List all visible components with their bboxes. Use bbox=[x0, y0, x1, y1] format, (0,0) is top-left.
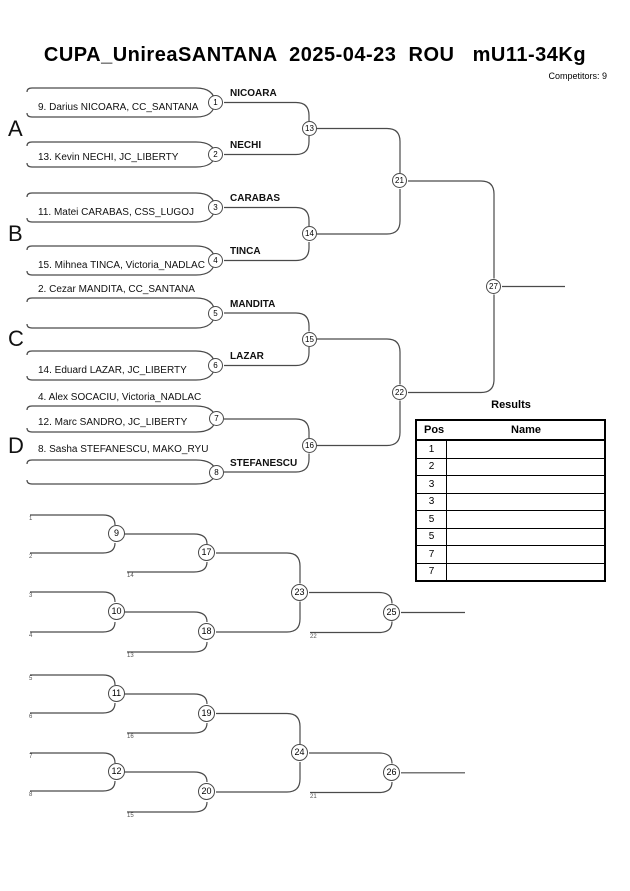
feeder-label-6: 6 bbox=[29, 714, 33, 720]
feeder-label-16: 16 bbox=[127, 734, 134, 740]
match-circle-8: 8 bbox=[209, 465, 224, 480]
match-circle-18: 18 bbox=[198, 623, 215, 640]
match-circle-20: 20 bbox=[198, 783, 215, 800]
result-name bbox=[447, 459, 604, 476]
player-entry: 13. Kevin NECHI, JC_LIBERTY bbox=[38, 152, 179, 163]
match-circle-15: 15 bbox=[302, 332, 317, 347]
result-name bbox=[447, 564, 604, 581]
page-title: CUPA_UnireaSANTANA 2025-04-23 ROU mU11-3… bbox=[43, 44, 587, 66]
feeder-label-7: 7 bbox=[29, 754, 33, 760]
match-circle-3: 3 bbox=[208, 200, 223, 215]
results-col-pos: Pos bbox=[424, 424, 445, 436]
match-circle-27: 27 bbox=[486, 279, 501, 294]
feeder-label-22: 22 bbox=[310, 634, 317, 640]
feeder-label-5: 5 bbox=[29, 676, 33, 682]
match-circle-13: 13 bbox=[302, 121, 317, 136]
match-circle-25: 25 bbox=[383, 604, 400, 621]
match-circle-7: 7 bbox=[209, 411, 224, 426]
group-label-d: D bbox=[8, 433, 24, 458]
results-row: 5 bbox=[417, 510, 604, 528]
player-entry: 2. Cezar MANDITA, CC_SANTANA bbox=[38, 284, 195, 295]
advancer-label: STEFANESCU bbox=[230, 458, 298, 469]
repechage-lower-lines bbox=[30, 674, 465, 813]
player-entry: 4. Alex SOCACIU, Victoria_NADLAC bbox=[38, 392, 202, 403]
match-circle-17: 17 bbox=[198, 544, 215, 561]
result-pos: 3 bbox=[417, 476, 447, 493]
player-entry: 15. Mihnea TINCA, Victoria_NADLAC bbox=[38, 260, 205, 271]
results-heading: Results bbox=[491, 399, 531, 411]
result-pos: 7 bbox=[417, 546, 447, 563]
match-circle-11: 11 bbox=[108, 685, 125, 702]
group-label-b: B bbox=[8, 221, 23, 246]
results-row: 3 bbox=[417, 475, 604, 493]
advancer-label: LAZAR bbox=[230, 351, 264, 362]
result-pos: 5 bbox=[417, 511, 447, 528]
result-pos: 7 bbox=[417, 563, 447, 580]
player-entry: 12. Marc SANDRO, JC_LIBERTY bbox=[38, 417, 188, 428]
main-bracket-connectors bbox=[224, 101, 565, 473]
advancer-label: MANDITA bbox=[230, 299, 276, 310]
advancer-label: CARABAS bbox=[230, 193, 280, 204]
player-entry: 9. Darius NICOARA, CC_SANTANA bbox=[38, 102, 199, 113]
advancer-label: TINCA bbox=[230, 246, 261, 257]
result-name bbox=[447, 546, 604, 563]
group-label-c: C bbox=[8, 326, 24, 351]
feeder-label-4: 4 bbox=[29, 633, 33, 639]
results-row: 7 bbox=[417, 545, 604, 563]
advancer-label: NECHI bbox=[230, 140, 262, 151]
player-entry: 11. Matei CARABAS, CSS_LUGOJ bbox=[38, 207, 194, 218]
results-row: 1 bbox=[417, 441, 604, 458]
match-circle-21: 21 bbox=[392, 173, 407, 188]
player-entry: 8. Sasha STEFANESCU, MAKO_RYU bbox=[38, 444, 209, 455]
match-circle-4: 4 bbox=[208, 253, 223, 268]
match-circle-5: 5 bbox=[208, 306, 223, 321]
result-pos: 3 bbox=[417, 493, 447, 510]
feeder-label-21: 21 bbox=[310, 794, 317, 800]
results-row: 5 bbox=[417, 527, 604, 546]
match-circle-1: 1 bbox=[208, 95, 223, 110]
match-circle-23: 23 bbox=[291, 584, 308, 601]
feeder-label-13: 13 bbox=[127, 653, 134, 659]
player-entry: 14. Eduard LAZAR, JC_LIBERTY bbox=[38, 365, 187, 376]
match-circle-19: 19 bbox=[198, 705, 215, 722]
match-circle-22: 22 bbox=[392, 385, 407, 400]
match-circle-6: 6 bbox=[208, 358, 223, 373]
result-pos: 1 bbox=[417, 441, 447, 458]
feeder-label-15: 15 bbox=[127, 813, 134, 819]
match-circle-26: 26 bbox=[383, 764, 400, 781]
match-circle-12: 12 bbox=[108, 763, 125, 780]
main-bracket-slot-lines bbox=[26, 87, 217, 485]
match-circle-9: 9 bbox=[108, 525, 125, 542]
match-circle-24: 24 bbox=[291, 744, 308, 761]
feeder-label-8: 8 bbox=[29, 792, 33, 798]
results-col-name: Name bbox=[511, 424, 541, 436]
result-pos: 5 bbox=[417, 528, 447, 545]
match-circle-10: 10 bbox=[108, 603, 125, 620]
feeder-label-14: 14 bbox=[127, 573, 134, 579]
feeder-label-1: 1 bbox=[29, 516, 33, 522]
result-pos: 2 bbox=[417, 458, 447, 475]
results-table-header: Pos Name bbox=[417, 421, 604, 441]
results-table: Pos Name 1 2 3 3 5 bbox=[415, 419, 606, 582]
advancer-label: NICOARA bbox=[230, 88, 277, 99]
feeder-label-3: 3 bbox=[29, 593, 33, 599]
result-name bbox=[447, 476, 604, 493]
result-name bbox=[447, 511, 604, 528]
results-row: 7 bbox=[417, 562, 604, 581]
match-circle-2: 2 bbox=[208, 147, 223, 162]
result-name bbox=[447, 441, 604, 458]
match-circle-14: 14 bbox=[302, 226, 317, 241]
feeder-label-2: 2 bbox=[29, 554, 33, 560]
result-name bbox=[447, 529, 604, 546]
match-circle-16: 16 bbox=[302, 438, 317, 453]
results-rows: 1 2 3 3 5 5 7 bbox=[417, 441, 604, 580]
repechage-upper-lines bbox=[30, 514, 465, 653]
competitors-count: Competitors: 9 bbox=[548, 71, 607, 81]
result-name bbox=[447, 494, 604, 511]
group-label-a: A bbox=[8, 116, 23, 141]
results-row: 3 bbox=[417, 492, 604, 511]
results-row: 2 bbox=[417, 457, 604, 476]
